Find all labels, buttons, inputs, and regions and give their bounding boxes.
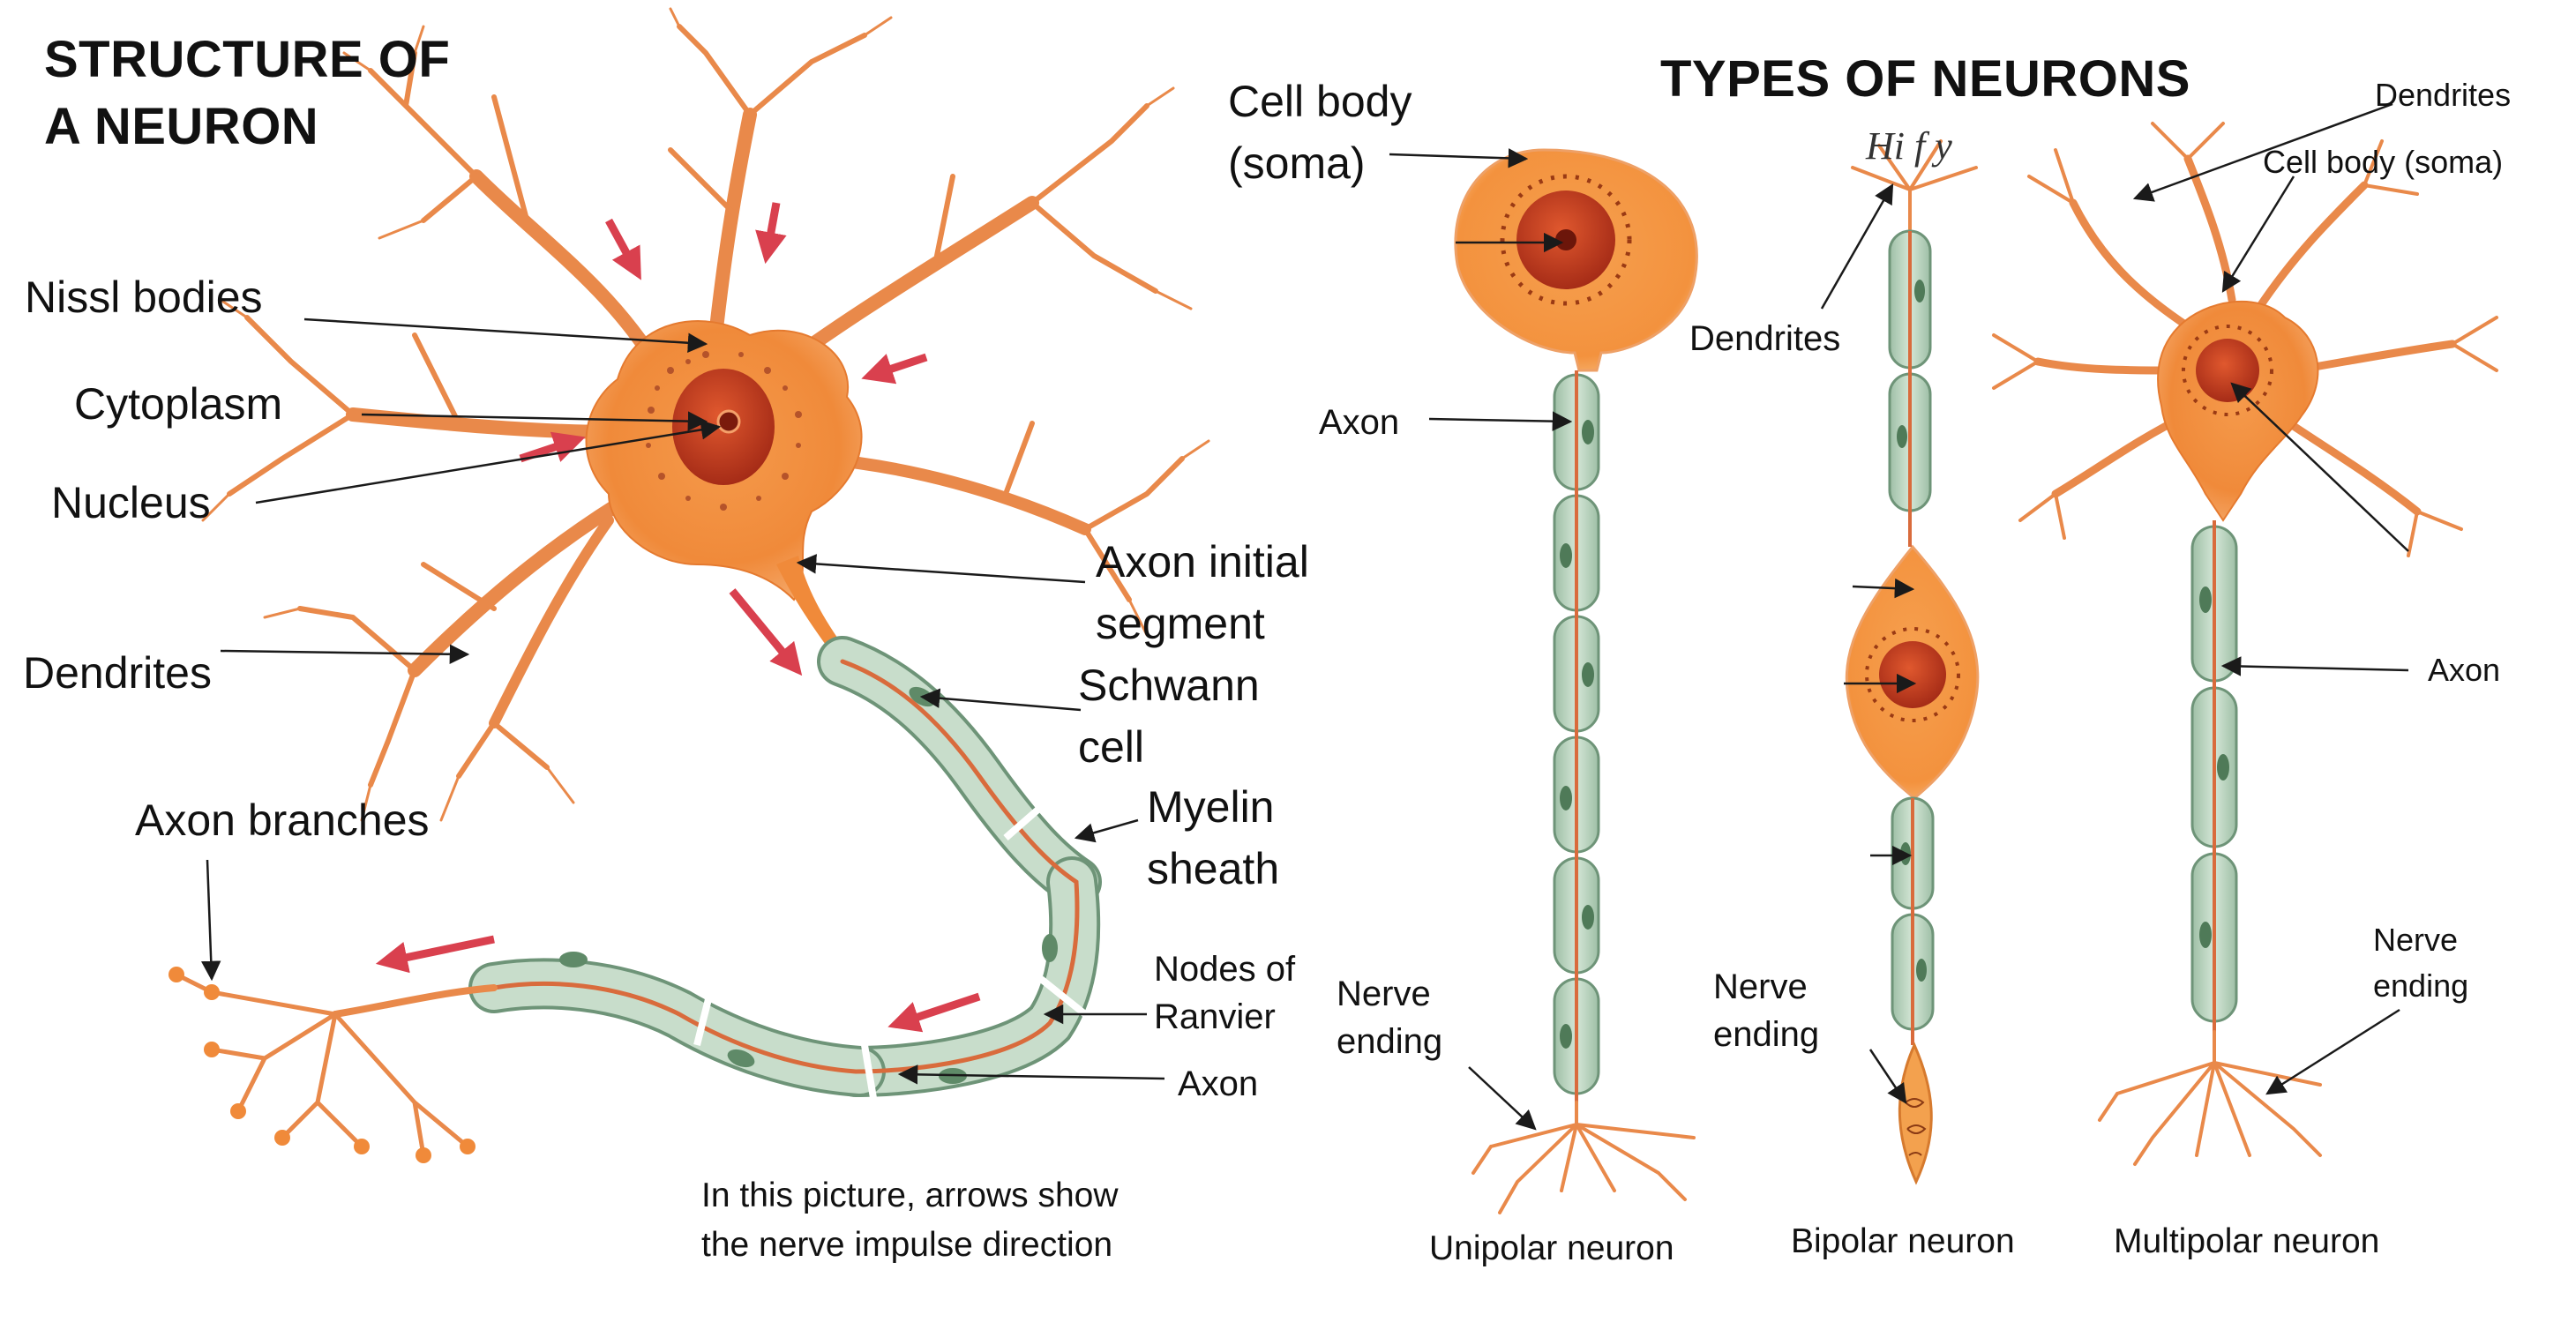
multipolar-soma [2157, 300, 2319, 522]
label-bipolar-nerve-ending: Nerve ending [1713, 967, 1820, 1054]
nodes-of-ranvier [693, 803, 1088, 1099]
label-dendrites: Dendrites [23, 648, 212, 698]
left-title: STRUCTURE OF A NEURON [44, 31, 451, 155]
multipolar-neuron [1992, 122, 2498, 1166]
multipolar-nucleus [2196, 339, 2259, 402]
leader-lines-right [1389, 102, 2409, 1131]
caption-bipolar-neuron: Bipolar neuron [1791, 1222, 2015, 1260]
unipolar-neuron [1454, 148, 1698, 1214]
label-multipolar-axon: Axon [2428, 652, 2501, 688]
label-nucleus: Nucleus [51, 478, 211, 527]
bipolar-dendrites [1851, 139, 1978, 231]
label-axon-initial-segment: Axon initial segment [1096, 537, 1309, 648]
label-myelin-sheath: Myelin sheath [1147, 782, 1280, 893]
bipolar-nucleus [1879, 641, 1946, 708]
label-multipolar-cell-body: Cell body (soma) [2263, 144, 2504, 180]
label-multipolar-nerve-ending: Nerve ending [2373, 922, 2469, 1004]
label-nissl-bodies: Nissl bodies [25, 273, 263, 322]
caption-multipolar-neuron: Multipolar neuron [2114, 1222, 2380, 1260]
label-bipolar-dendrites: Dendrites [1689, 319, 1841, 358]
axon-terminals [174, 972, 498, 1158]
label-axon-branches: Axon branches [135, 795, 430, 845]
label-nodes-of-ranvier: Nodes of Ranvier [1154, 950, 1296, 1036]
handwritten-signature: Hi f y [1866, 124, 1952, 168]
bipolar-neuron [1845, 139, 1980, 1185]
label-unipolar-cell-body: Cell body (soma) [1228, 77, 1412, 188]
label-schwann-cell: Schwann cell [1078, 661, 1260, 772]
myelinated-axon [468, 636, 1102, 1097]
label-axon-left: Axon [1178, 1064, 1259, 1103]
nissl-bodies [646, 351, 802, 511]
multipolar-dendrites [1992, 122, 2498, 557]
leader-lines-left [201, 317, 1165, 1085]
right-title: TYPES OF NEURONS [1660, 50, 2190, 108]
bipolar-nerve-ending [1898, 1042, 1933, 1185]
label-multipolar-dendrites: Dendrites [2375, 77, 2512, 113]
multipolar-terminal [2098, 1030, 2322, 1166]
nucleolus [716, 409, 741, 434]
unipolar-terminal [1471, 1101, 1696, 1214]
synaptic-knobs [168, 967, 476, 1163]
impulse-arrows [375, 202, 981, 1033]
caption-unipolar-neuron: Unipolar neuron [1429, 1229, 1674, 1267]
label-cytoplasm: Cytoplasm [74, 379, 283, 429]
label-unipolar-nerve-ending: Nerve ending [1337, 975, 1443, 1061]
caption-impulse-direction: In this picture, arrows show the nerve i… [701, 1176, 1119, 1264]
axon-hillock [776, 556, 851, 661]
label-unipolar-axon: Axon [1319, 403, 1400, 442]
